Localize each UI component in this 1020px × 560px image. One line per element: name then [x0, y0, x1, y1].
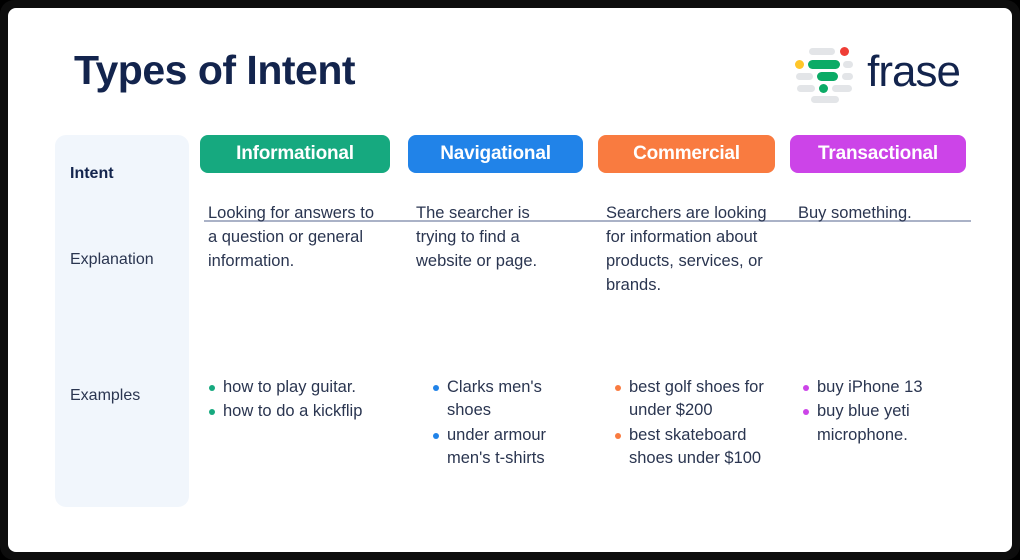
- explanation-navigational: The searcher is trying to find a website…: [416, 204, 538, 270]
- row-label-explanation: Explanation: [70, 251, 154, 268]
- list-item: buy blue yeti microphone.: [802, 400, 962, 447]
- page-title: Types of Intent: [74, 47, 356, 93]
- examples-list-informational: how to play guitar. how to do a kickflip: [208, 376, 403, 425]
- list-item: Clarks men's shoes: [432, 376, 572, 423]
- example-text: best golf shoes for under $200: [629, 378, 764, 420]
- intent-column-transactional: Transactional Buy something. buy iPhone …: [790, 135, 968, 444]
- example-text: how to do a kickflip: [223, 402, 363, 421]
- example-text: best skateboard shoes under $100: [629, 425, 762, 468]
- intent-pill-informational[interactable]: Informational: [200, 135, 390, 173]
- list-item: how to do a kickflip: [208, 400, 403, 423]
- examples-list-navigational: Clarks men's shoes under armour men's t-…: [432, 376, 572, 472]
- logo-wordmark: frase: [867, 47, 961, 96]
- intent-column-informational: Informational Looking for answers to a q…: [200, 135, 392, 420]
- example-text: buy iPhone 13: [817, 378, 923, 396]
- list-item: best golf shoes for under $200: [614, 376, 774, 423]
- example-text: under armour men's t-shirts: [447, 425, 547, 468]
- example-text: Clarks men's shoes: [447, 378, 542, 420]
- frase-logo: frase: [795, 46, 961, 103]
- list-item: buy iPhone 13: [802, 376, 962, 399]
- intent-pill-transactional[interactable]: Transactional: [790, 135, 966, 173]
- frase-document-mark-icon: [795, 46, 854, 103]
- explanation-informational: Looking for answers to a question or gen…: [208, 204, 375, 270]
- row-label-examples: Examples: [70, 387, 141, 404]
- intent-column-commercial: Commercial Searchers are looking for inf…: [598, 135, 777, 467]
- example-text: buy blue yeti microphone.: [817, 402, 910, 444]
- infographic-card: Types of Intent frase Intent Explanation…: [8, 8, 1012, 552]
- intent-pill-commercial[interactable]: Commercial: [598, 135, 775, 173]
- list-item: best skateboard shoes under $100: [614, 424, 774, 471]
- explanation-transactional: Buy something.: [798, 204, 912, 222]
- examples-list-transactional: buy iPhone 13 buy blue yeti microphone.: [802, 376, 962, 448]
- list-item: under armour men's t-shirts: [432, 424, 572, 471]
- list-item: how to play guitar.: [208, 376, 403, 399]
- row-label-intent: Intent: [70, 165, 114, 182]
- explanation-commercial: Searchers are looking for information ab…: [606, 204, 767, 294]
- row-label-sidebar: Intent Explanation Examples: [55, 135, 189, 507]
- intent-pill-navigational[interactable]: Navigational: [408, 135, 583, 173]
- intent-column-navigational: Navigational The searcher is trying to f…: [408, 135, 585, 467]
- section-divider: [204, 220, 971, 222]
- examples-list-commercial: best golf shoes for under $200 best skat…: [614, 376, 774, 472]
- example-text: how to play guitar.: [223, 378, 356, 396]
